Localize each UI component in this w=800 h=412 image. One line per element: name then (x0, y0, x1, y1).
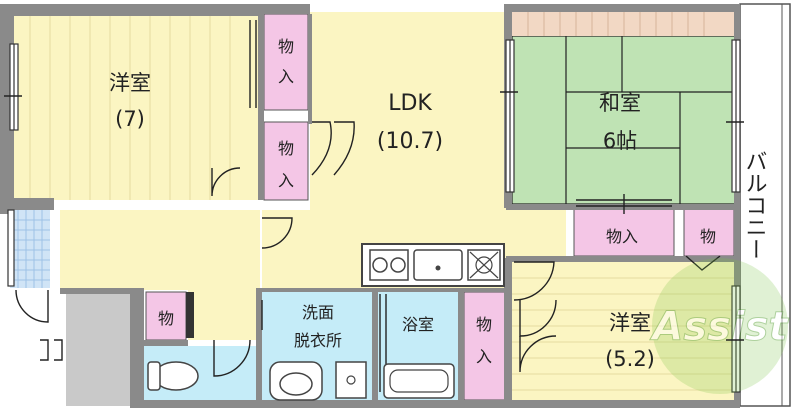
japanese-room-name: 和室 (599, 91, 641, 115)
ldk-name: LDK (388, 91, 432, 116)
bathtub-fixture (383, 363, 455, 399)
toilet-fixture (147, 361, 199, 391)
closet-bath-label-2: 入 (476, 347, 492, 366)
bathroom-label: 浴室 (402, 315, 434, 334)
door-swings (15, 121, 721, 377)
balcony-name: バルコニー (742, 150, 767, 260)
watermark-logo: Assist (649, 258, 790, 394)
washroom-label-1: 洗面 (302, 303, 334, 322)
closet-middle-label-1: 物 (278, 139, 294, 158)
closet-entrance-label: 物 (158, 309, 174, 328)
western-room-2-size: (5.2) (605, 347, 655, 371)
hall-lower-floor (188, 288, 258, 340)
closet-bath-label-1: 物 (476, 315, 492, 334)
closet-small-right (683, 207, 735, 257)
closet-small-right-label: 物 (700, 227, 716, 246)
japanese-room-floor (512, 36, 738, 204)
western-room-1-name: 洋室 (109, 71, 151, 95)
ldk-size: (10.7) (377, 129, 443, 154)
western-room-1-size: (7) (115, 107, 145, 131)
closet-top-label-2: 入 (278, 67, 294, 86)
closet-bath (463, 291, 507, 401)
kitchen-counter (361, 243, 505, 287)
closet-entrance (145, 291, 187, 341)
closet-middle (263, 121, 309, 201)
closet-japanese (573, 207, 675, 257)
western-room-2-grain (512, 277, 738, 391)
window-ticks (4, 91, 744, 341)
western-room-2-floor (512, 262, 738, 402)
exterior-block (66, 294, 130, 406)
japanese-room-size: 6帖 (603, 129, 637, 153)
shoe-cabinet (186, 292, 194, 338)
western-room-2-name: 洋室 (609, 311, 651, 335)
windows (7, 39, 741, 393)
washbasin-fixture (269, 361, 323, 401)
closet-middle-label-2: 入 (278, 171, 294, 190)
ldk-floor (262, 12, 566, 290)
watermark-text: Assist (649, 304, 789, 350)
entrance-step-mark (40, 339, 63, 361)
closet-top (263, 13, 309, 111)
japanese-room-engawa (512, 12, 738, 36)
engawa-lines (527, 12, 705, 36)
western-room-1-floor (14, 16, 262, 200)
washroom-label-2: 脱衣所 (294, 331, 342, 350)
entrance-floor (10, 210, 50, 288)
closet-top-label-1: 物 (278, 37, 294, 56)
entrance-tile-grid (10, 210, 50, 288)
hallway-floor (60, 210, 260, 290)
closet-japanese-label: 物入 (606, 227, 638, 246)
washing-machine-pan (335, 361, 367, 399)
